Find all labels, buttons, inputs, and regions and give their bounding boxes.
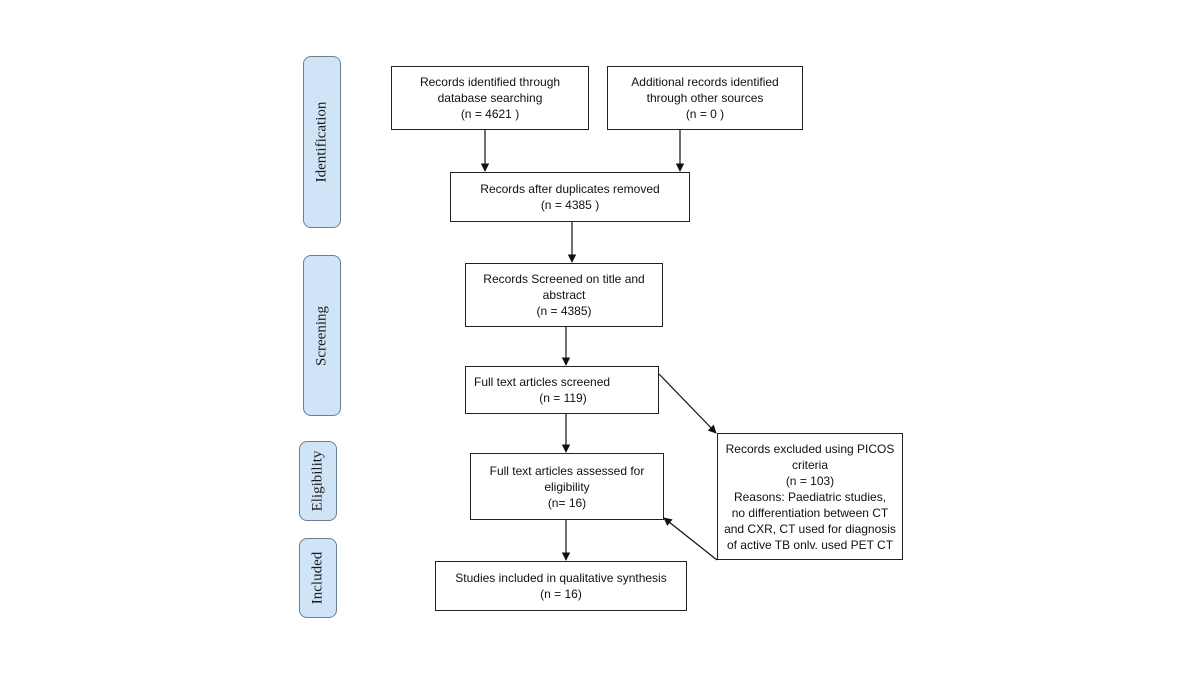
other-sources-box: Additional records identified through ot…	[607, 66, 803, 130]
box-text: of active TB onlv. used PET CT	[726, 537, 894, 552]
fulltext-screened-box: Full text articles screened (n = 119)	[465, 366, 659, 414]
box-count: (n = 103)	[785, 473, 835, 488]
box-text: eligibility	[544, 479, 590, 494]
box-text: no differentiation between CT	[731, 505, 889, 520]
box-text: Additional records identified	[631, 75, 779, 89]
phase-screening: Screening	[303, 255, 341, 416]
phase-included-label: Included	[309, 551, 326, 605]
box-text: Full text articles assessed for	[489, 463, 645, 478]
phase-eligibility-label: Eligibility	[309, 450, 326, 512]
arrow-fulltext-to-excluded	[658, 373, 717, 434]
box-count: (n= 16)	[547, 495, 587, 510]
box-text: criteria	[791, 457, 828, 472]
box-count: (n = 16)	[540, 587, 582, 601]
records-excluded-box: Records excluded using PICOS criteria (n…	[717, 433, 903, 560]
box-text: Records Screened on title and	[483, 272, 645, 286]
box-count: (n = 119)	[539, 391, 587, 405]
box-text: Records identified through	[419, 75, 561, 89]
box-count: (n = 4385 )	[540, 198, 600, 212]
duplicates-removed-box: Records after duplicates removed (n = 43…	[450, 172, 690, 222]
box-text: Studies included in qualitative synthesi…	[455, 571, 667, 585]
box-text: Records after duplicates removed	[480, 182, 660, 196]
phase-included: Included	[299, 538, 337, 618]
phase-eligibility: Eligibility	[299, 441, 337, 521]
box-count: (n = 4621 )	[460, 107, 520, 121]
phase-identification: Identification	[303, 56, 341, 228]
eligibility-assessed-box: Full text articles assessed for eligibil…	[470, 453, 664, 520]
box-text: database searching	[437, 91, 543, 105]
database-records-box: Records identified through database sear…	[391, 66, 589, 130]
arrow-excluded-to-eligibility	[663, 517, 718, 561]
box-text: Reasons: Paediatric studies,	[733, 489, 887, 504]
box-text: and CXR, CT used for diagnosis	[724, 521, 896, 536]
phase-screening-label: Screening	[313, 305, 330, 366]
studies-included-box: Studies included in qualitative synthesi…	[435, 561, 687, 611]
box-count: (n = 0 )	[685, 107, 725, 121]
box-count: (n = 4385)	[536, 304, 592, 318]
records-screened-box: Records Screened on title and abstract (…	[465, 263, 663, 327]
box-text: abstract	[542, 288, 586, 302]
box-text: through other sources	[646, 91, 764, 105]
box-text: Records excluded using PICOS	[725, 441, 895, 456]
box-text: Full text articles screened	[474, 375, 611, 389]
phase-identification-label: Identification	[313, 101, 330, 183]
